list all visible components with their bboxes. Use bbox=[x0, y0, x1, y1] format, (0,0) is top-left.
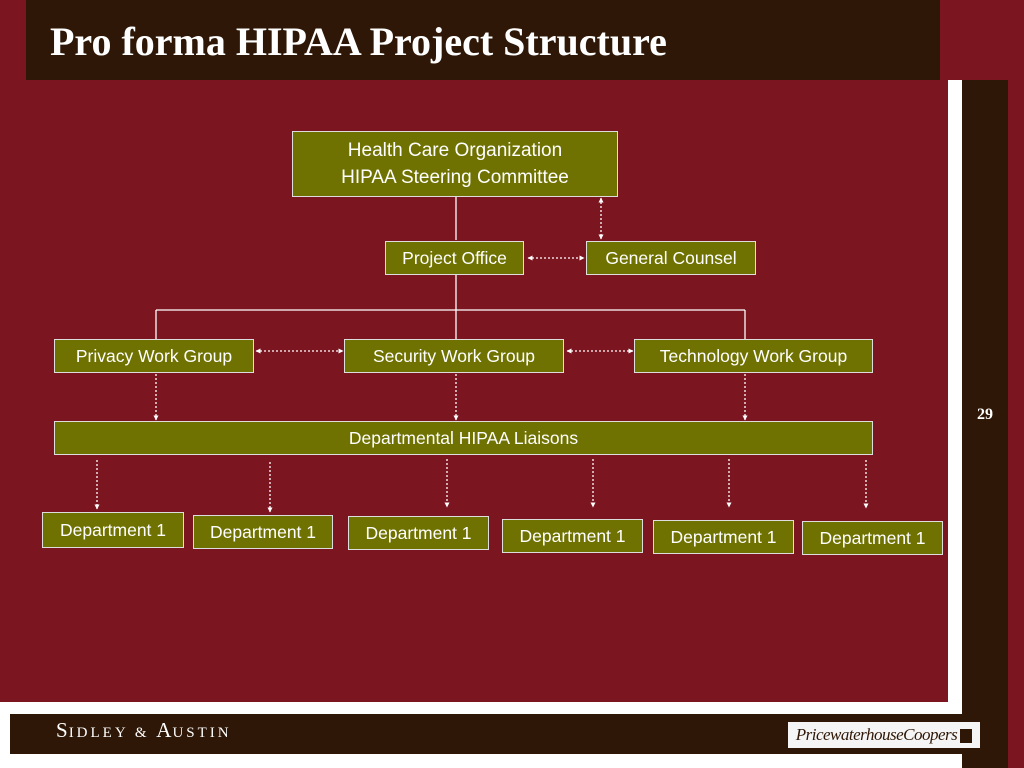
page-number: 29 bbox=[977, 406, 993, 423]
slide-title: Pro forma HIPAA Project Structure bbox=[50, 19, 667, 64]
department-box: Department 1 bbox=[653, 520, 794, 554]
department-box: Department 1 bbox=[193, 515, 333, 549]
pwc-logo: PricewaterhouseCoopers bbox=[788, 722, 980, 748]
right-strip-dark bbox=[962, 80, 1008, 768]
steering-committee-box: Health Care Organization HIPAA Steering … bbox=[292, 131, 618, 197]
department-box: Department 1 bbox=[348, 516, 489, 550]
department-box: Department 1 bbox=[42, 512, 184, 548]
project-office-box: Project Office bbox=[385, 241, 524, 275]
technology-work-group-box: Technology Work Group bbox=[634, 339, 873, 373]
department-box: Department 1 bbox=[502, 519, 643, 553]
sidley-austin-logo: SIDLEY & AUSTIN bbox=[56, 718, 232, 742]
department-box: Department 1 bbox=[802, 521, 943, 555]
privacy-work-group-box: Privacy Work Group bbox=[54, 339, 254, 373]
departmental-liaisons-box: Departmental HIPAA Liaisons bbox=[54, 421, 873, 455]
right-strip-light bbox=[948, 80, 962, 702]
security-work-group-box: Security Work Group bbox=[344, 339, 564, 373]
title-bar bbox=[26, 0, 940, 80]
pwc-badge-icon bbox=[960, 729, 973, 744]
general-counsel-box: General Counsel bbox=[586, 241, 756, 275]
